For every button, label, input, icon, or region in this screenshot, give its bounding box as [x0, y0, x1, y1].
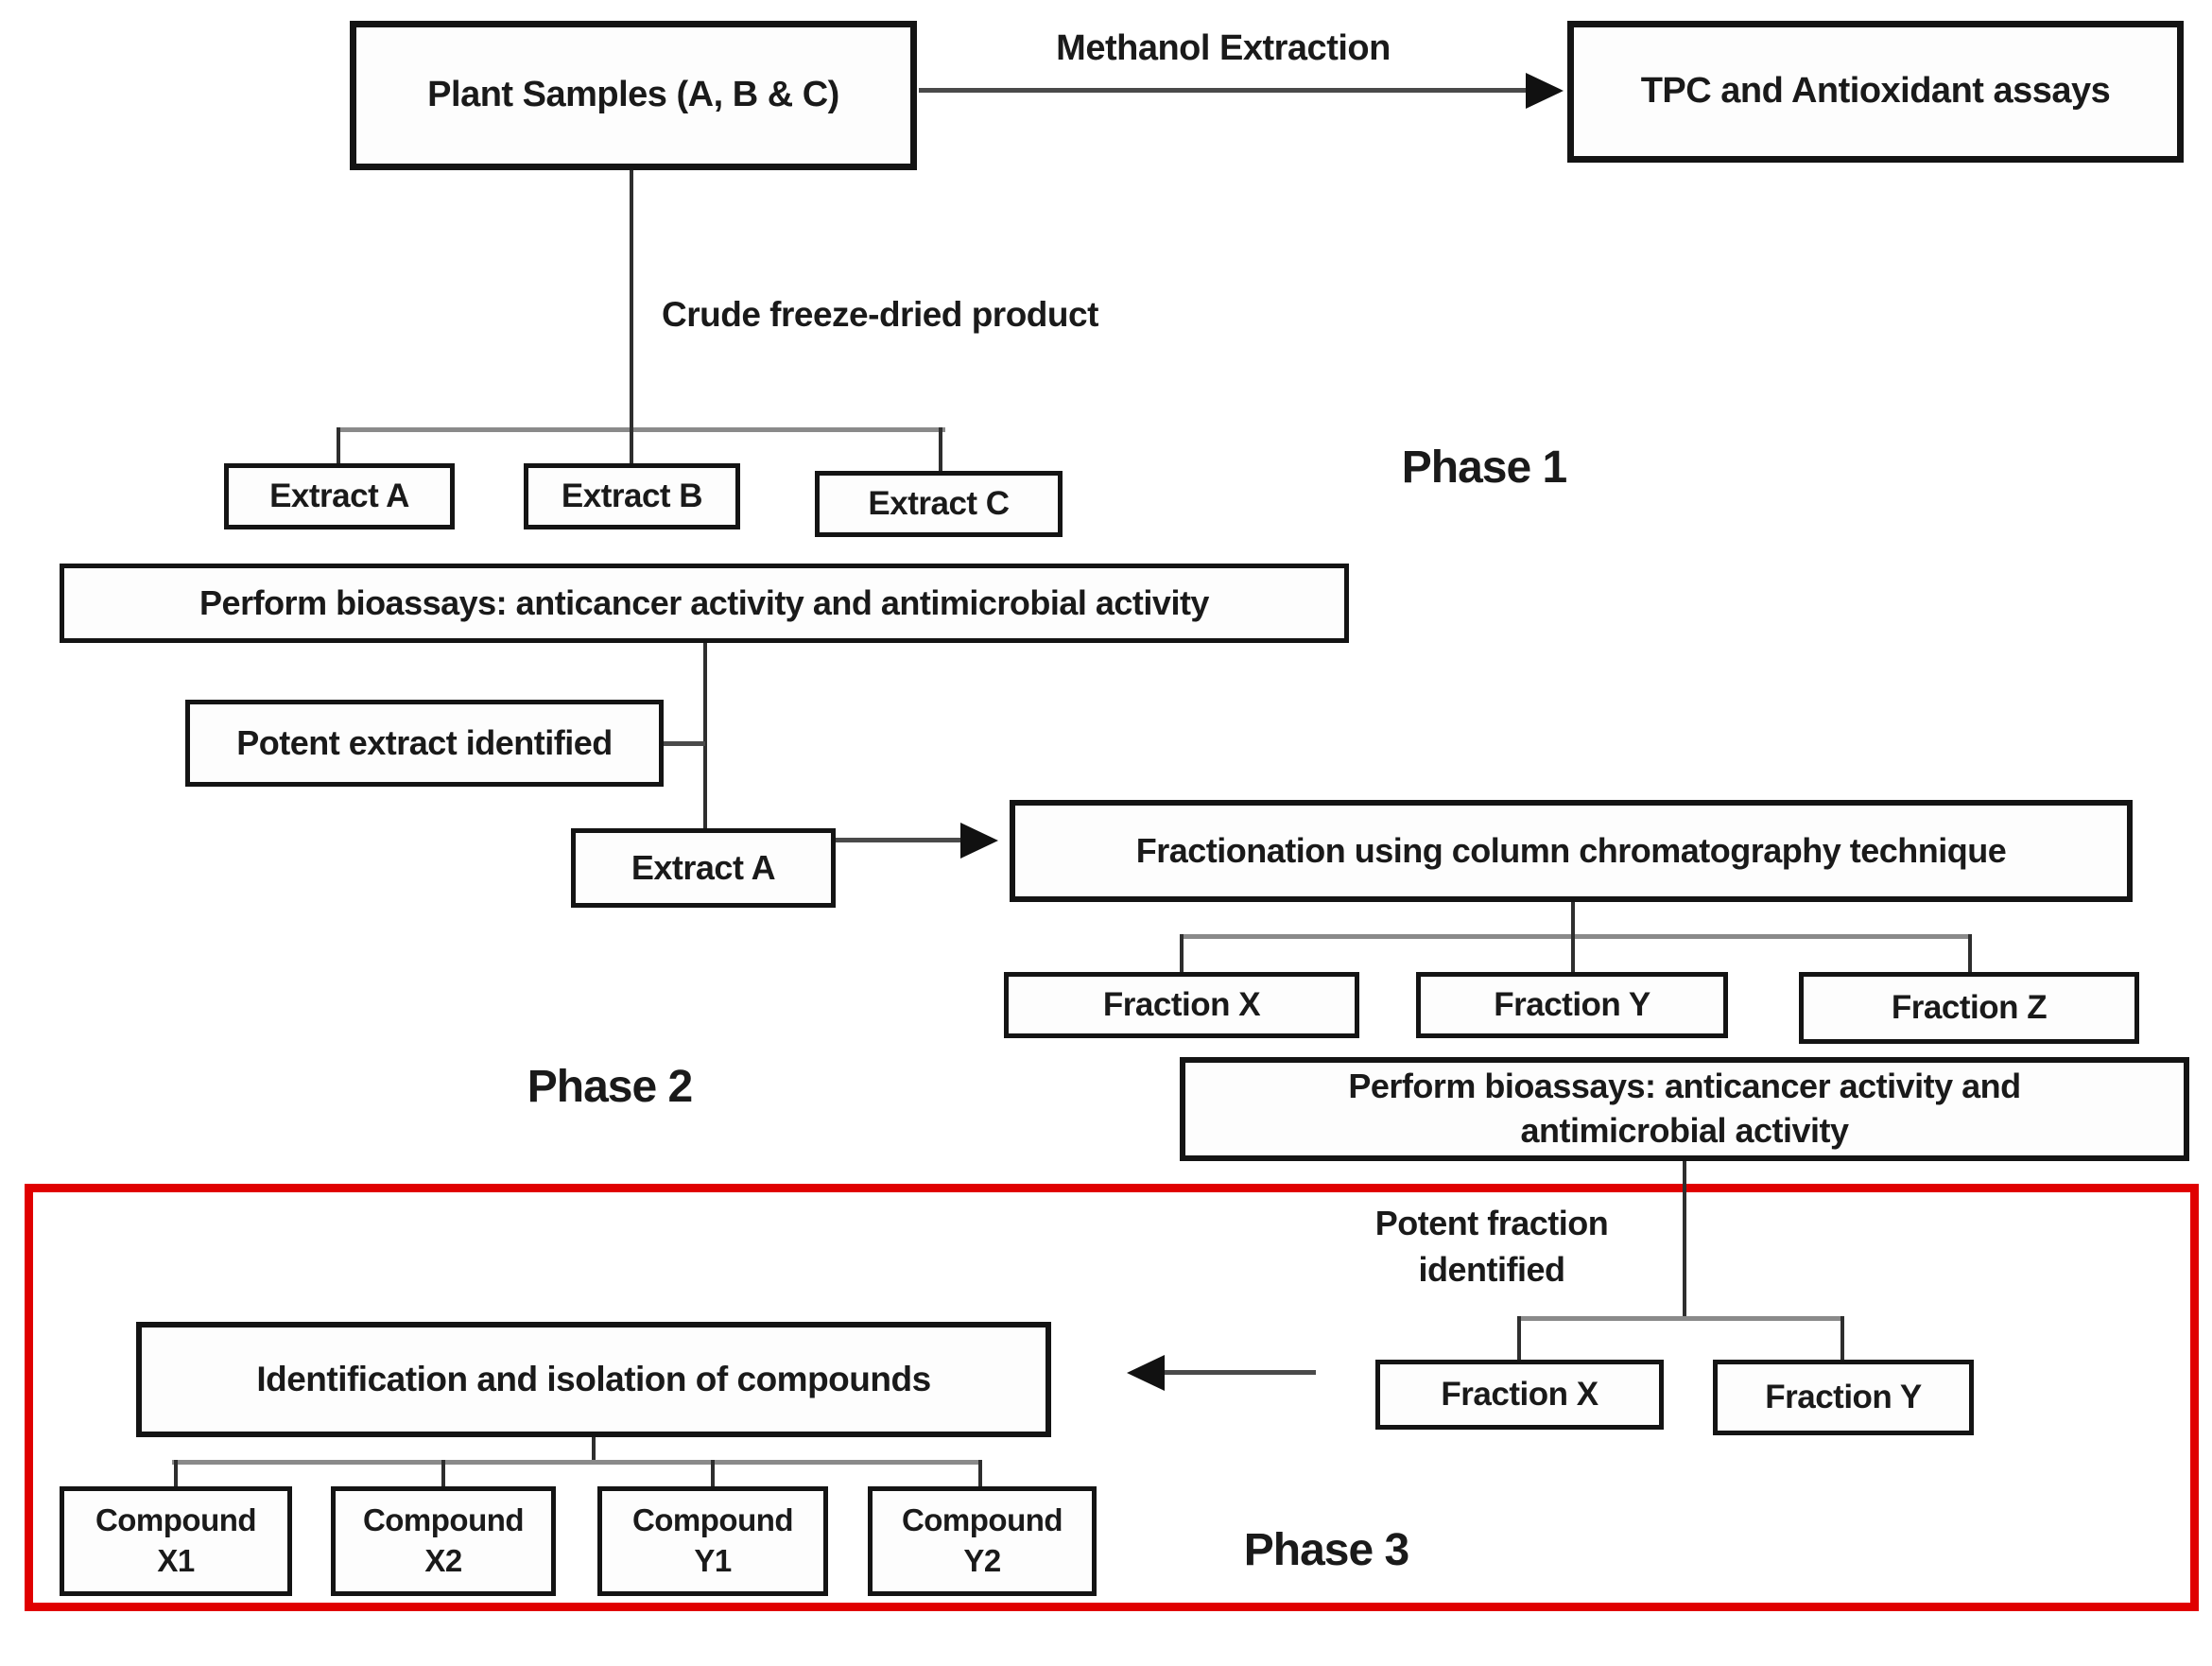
node-extract-b-label: Extract B — [561, 477, 703, 515]
compound-x2-id: X2 — [424, 1543, 462, 1578]
connector-identification-down — [592, 1435, 596, 1462]
node-bioassays-fractions-line2: antimicrobial activity — [1520, 1111, 1849, 1150]
node-compound-y2-label: Compound Y2 — [902, 1501, 1063, 1582]
node-compound-x1: Compound X1 — [60, 1486, 292, 1596]
connector-drop-fraction-z — [1968, 934, 1972, 974]
connector-drop-fraction-x — [1180, 934, 1184, 974]
node-bioassays-fractions-label: Perform bioassays: anticancer activity a… — [1348, 1065, 2021, 1154]
node-plant-samples-label: Plant Samples (A, B & C) — [427, 75, 839, 115]
node-extract-b: Extract B — [524, 463, 740, 529]
node-fractionation: Fractionation using column chromatograph… — [1010, 800, 2133, 902]
connector-bioassays1-down — [703, 643, 707, 830]
node-potent-extract-identified: Potent extract identified — [185, 700, 664, 787]
potent-fraction-label-line2: identified — [1418, 1249, 1566, 1289]
arrowhead-to-tpc-icon — [1526, 73, 1564, 109]
connector-drop-fraction-y-selected — [1840, 1316, 1844, 1363]
phase3-label: Phase 3 — [1243, 1525, 1409, 1575]
node-identification-isolation: Identification and isolation of compound… — [136, 1322, 1051, 1437]
node-fraction-y-label: Fraction Y — [1494, 986, 1650, 1024]
connector-drop-compound-y2 — [978, 1460, 982, 1488]
node-compound-x1-label: Compound X1 — [95, 1501, 257, 1582]
compound-x2-word: Compound — [362, 1502, 525, 1538]
connector-drop-compound-y1 — [711, 1460, 715, 1488]
phase1-label: Phase 1 — [1401, 443, 1567, 493]
node-bioassays-fractions: Perform bioassays: anticancer activity a… — [1180, 1057, 2189, 1161]
crude-product-label: Crude freeze-dried product — [662, 295, 1098, 334]
phase3-highlight-box — [25, 1184, 2199, 1611]
node-fraction-y-selected: Fraction Y — [1713, 1360, 1974, 1435]
potent-fraction-label-line1: Potent fraction — [1374, 1204, 1609, 1242]
node-compound-x2-label: Compound X2 — [362, 1501, 525, 1582]
node-compound-y1: Compound Y1 — [597, 1486, 828, 1596]
node-potent-extract-label: Potent extract identified — [236, 722, 613, 762]
compound-y2-id: Y2 — [963, 1543, 1001, 1578]
connector-compounds-bar — [172, 1460, 982, 1465]
compound-x1-id: X1 — [157, 1543, 195, 1578]
node-fraction-z: Fraction Z — [1799, 972, 2139, 1044]
arrowhead-to-fractionation-icon — [960, 823, 998, 859]
node-fraction-x: Fraction X — [1004, 972, 1359, 1038]
methanol-extraction-label: Methanol Extraction — [1056, 28, 1391, 68]
node-bioassays-extracts: Perform bioassays: anticancer activity a… — [60, 564, 1349, 643]
connector-potent-extract-stub — [662, 741, 705, 746]
node-extract-a-selected-label: Extract A — [631, 847, 776, 887]
connector-selected-fractions-bar — [1517, 1316, 1844, 1321]
node-fraction-x-label: Fraction X — [1102, 986, 1261, 1024]
node-compound-x2: Compound X2 — [331, 1486, 556, 1596]
connector-extract-to-fractionation — [834, 838, 962, 842]
node-fraction-y-selected-label: Fraction Y — [1765, 1379, 1922, 1416]
connector-drop-fraction-x-selected — [1517, 1316, 1521, 1363]
connector-bioassays2-down — [1683, 1161, 1686, 1320]
compound-y1-word: Compound — [631, 1502, 794, 1538]
node-bioassays-extracts-label: Perform bioassays: anticancer activity a… — [199, 582, 1209, 622]
node-extract-a-selected: Extract A — [571, 828, 836, 908]
node-compound-y2: Compound Y2 — [868, 1486, 1097, 1596]
connector-drop-extract-c — [939, 427, 942, 473]
node-extract-c: Extract C — [815, 471, 1063, 537]
compound-y1-id: Y1 — [694, 1543, 732, 1578]
node-tpc-antioxidant-assays: TPC and Antioxidant assays — [1567, 21, 2184, 163]
node-fraction-y: Fraction Y — [1416, 972, 1728, 1038]
arrowhead-to-identification-icon — [1127, 1355, 1165, 1391]
node-extract-c-label: Extract C — [868, 485, 1010, 523]
compound-y2-word: Compound — [901, 1502, 1063, 1538]
phase2-label: Phase 2 — [527, 1062, 693, 1112]
node-fraction-x-selected: Fraction X — [1375, 1360, 1664, 1430]
potent-fraction-label: Potent fraction identified — [1322, 1201, 1662, 1293]
connector-fractions-to-identification — [1161, 1370, 1316, 1375]
connector-drop-fraction-y — [1571, 934, 1575, 974]
connector-drop-extract-b — [630, 427, 633, 465]
connector-extracts-bar — [337, 427, 945, 432]
node-fraction-x-selected-label: Fraction X — [1441, 1376, 1599, 1414]
compound-x1-word: Compound — [95, 1502, 257, 1538]
node-fractionation-label: Fractionation using column chromatograph… — [1135, 830, 2007, 870]
connector-plant-down — [630, 170, 633, 430]
node-tpc-label: TPC and Antioxidant assays — [1640, 71, 2111, 112]
connector-fractions-bar — [1180, 934, 1972, 939]
connector-drop-compound-x2 — [441, 1460, 445, 1488]
node-bioassays-fractions-line1: Perform bioassays: anticancer activity a… — [1348, 1067, 2021, 1106]
connector-drop-compound-x1 — [174, 1460, 178, 1488]
node-fraction-z-label: Fraction Z — [1891, 989, 2048, 1027]
connector-plant-to-tpc — [919, 88, 1531, 93]
connector-drop-extract-a — [337, 427, 340, 465]
node-extract-a: Extract A — [224, 463, 455, 529]
node-extract-a-label: Extract A — [269, 477, 409, 515]
connector-fractionation-down — [1571, 902, 1575, 938]
node-identification-label: Identification and isolation of compound… — [256, 1359, 931, 1398]
node-compound-y1-label: Compound Y1 — [631, 1501, 794, 1582]
node-plant-samples: Plant Samples (A, B & C) — [350, 21, 917, 170]
